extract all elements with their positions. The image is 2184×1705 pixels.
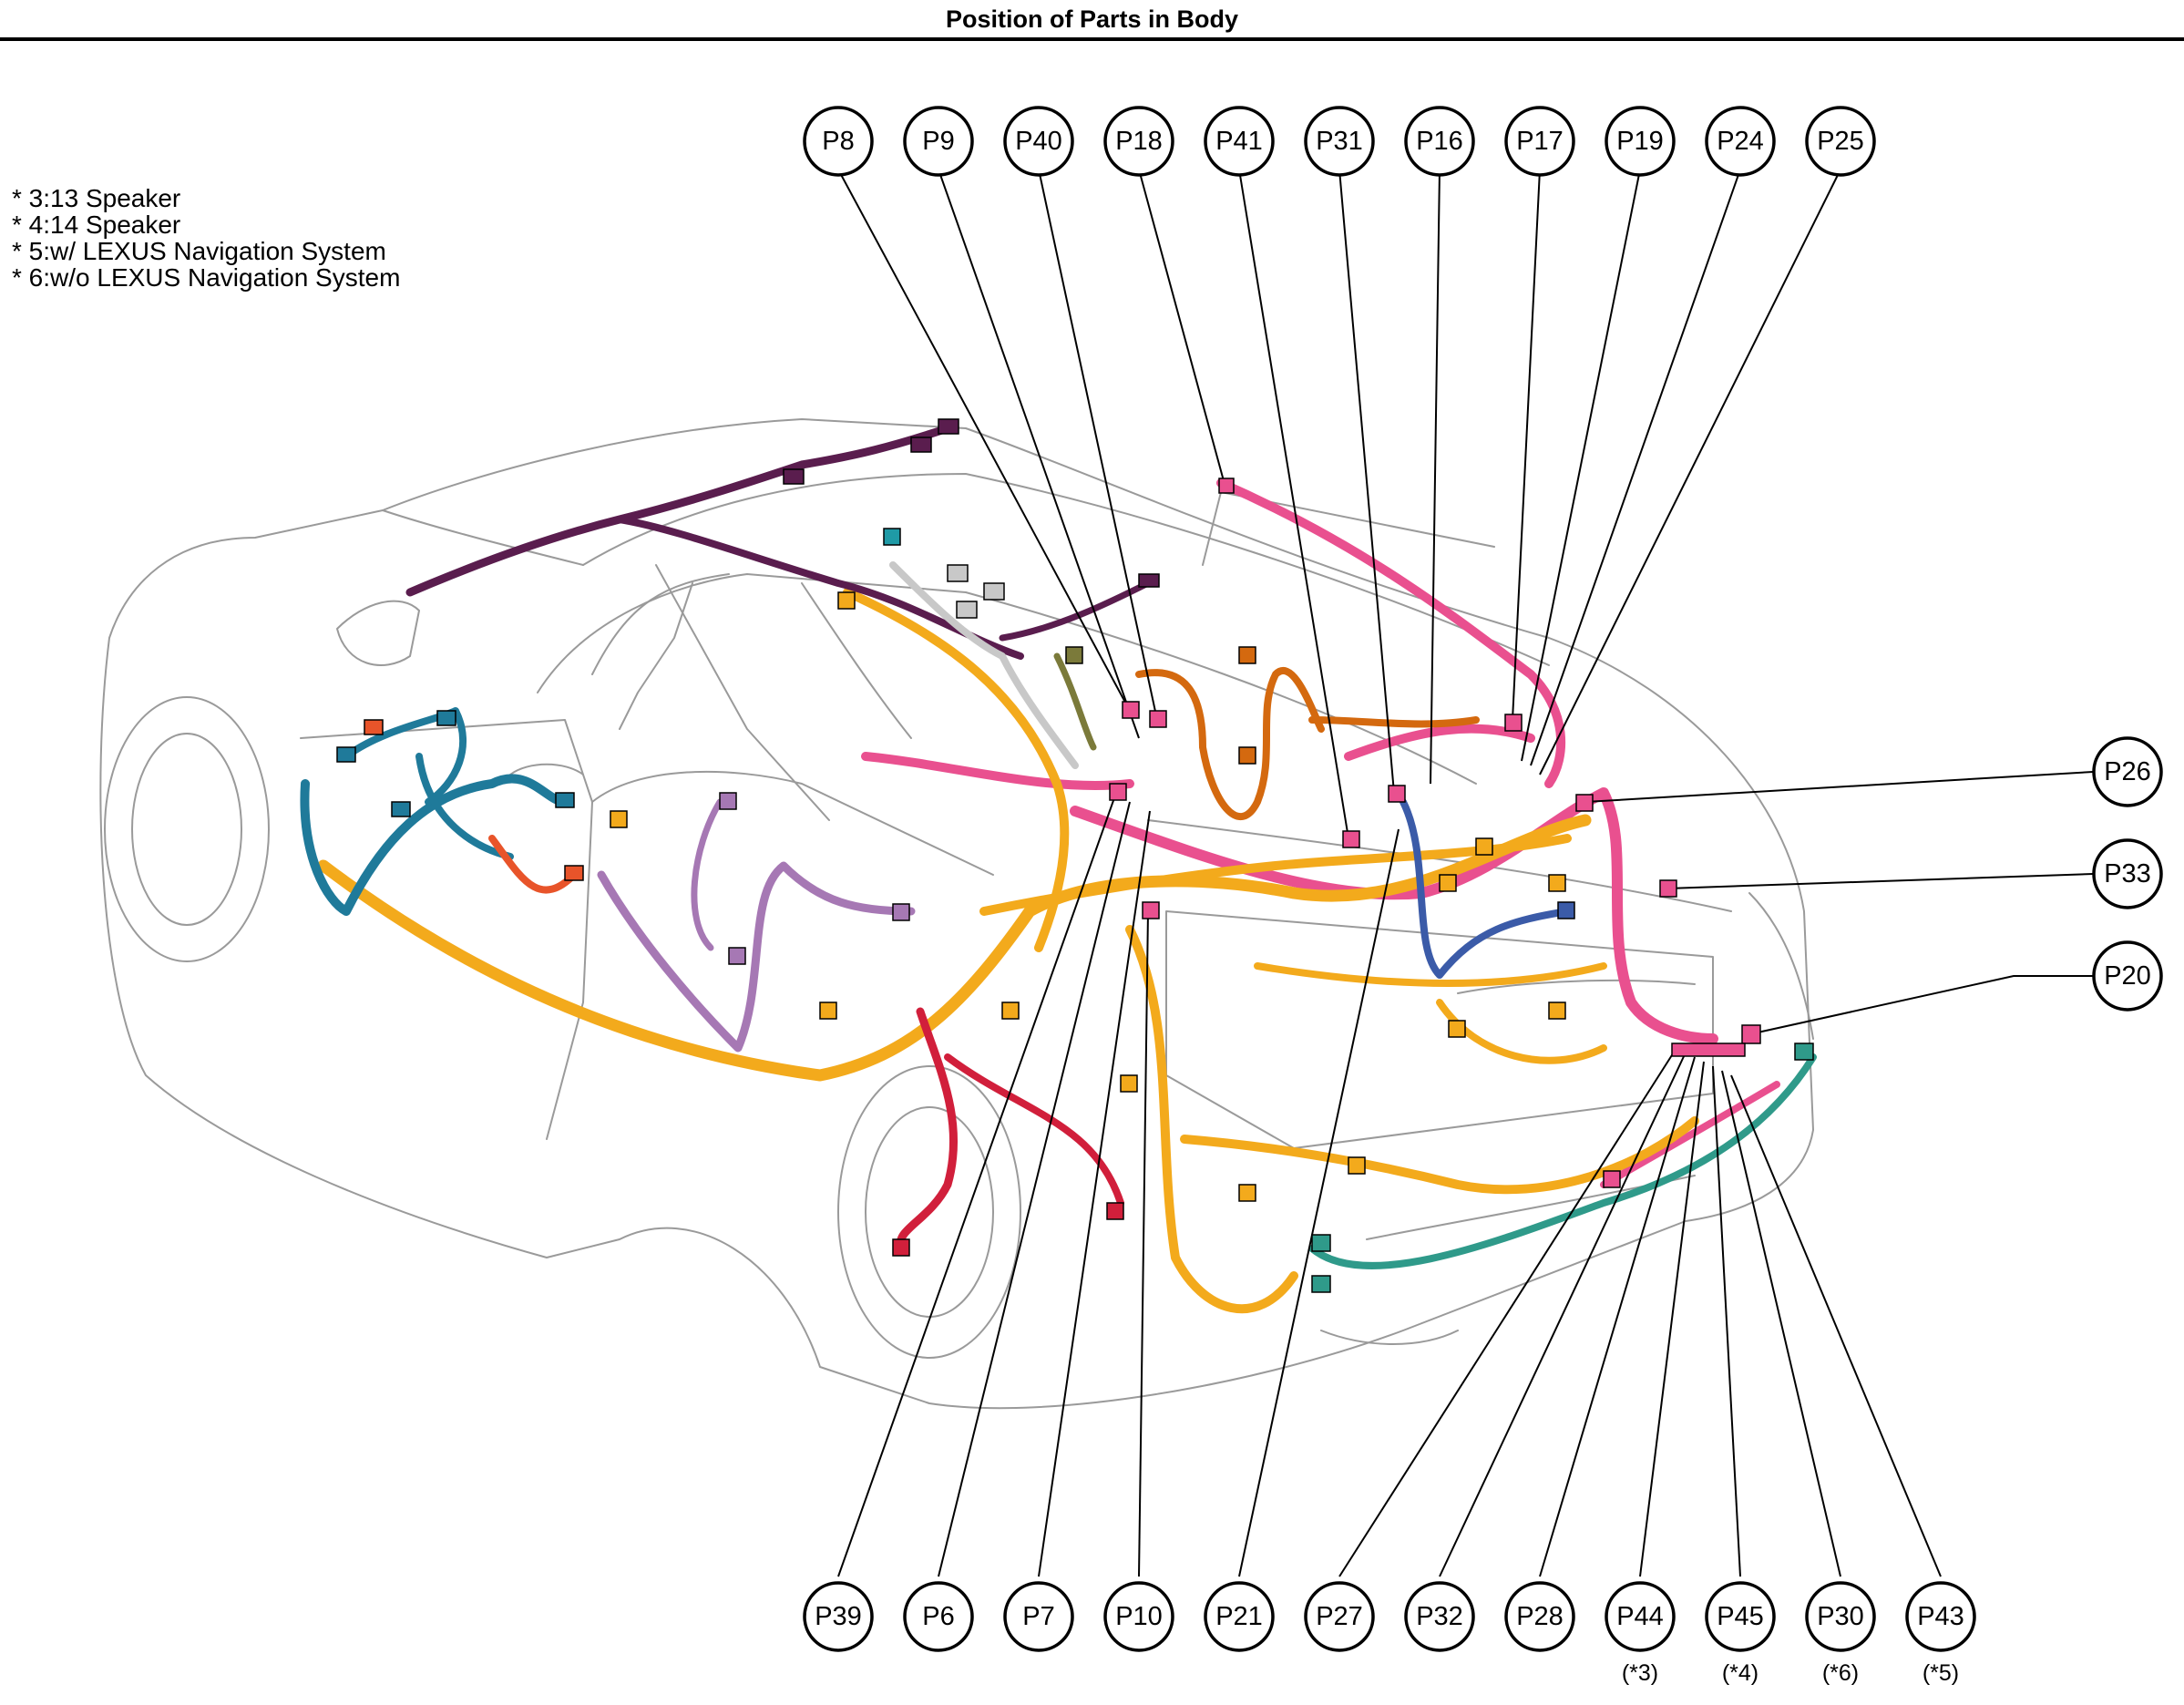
callout-label: P25: [1817, 127, 1864, 156]
callout-label: P31: [1316, 127, 1363, 156]
callout-label: P33: [2104, 859, 2151, 888]
callout-label: P24: [1717, 127, 1764, 156]
callout-label: P32: [1416, 1602, 1463, 1631]
callout-p24: P24: [1705, 106, 1776, 177]
callouts-bottom: P39 P6 P7 P10 P21 P27 P32 P28 P44 (*3) P4…: [803, 1581, 1976, 1686]
callout-label: P27: [1316, 1602, 1363, 1631]
callout-note: (*6): [1822, 1660, 1859, 1686]
callout-p27: P27: [1304, 1581, 1375, 1652]
callout-p25: P25: [1805, 106, 1876, 177]
callout-p16: P16: [1404, 106, 1475, 177]
callout-note: (*5): [1923, 1660, 1959, 1686]
callout-p21: P21: [1204, 1581, 1275, 1652]
callout-p43: P43 (*5): [1905, 1581, 1976, 1686]
callout-p10: P10: [1103, 1581, 1174, 1652]
footnote: * 6:w/o LEXUS Navigation System: [12, 263, 401, 292]
callout-label: P8: [822, 127, 854, 156]
callout-p17: P17: [1504, 106, 1575, 177]
callout-p45: P45 (*4): [1705, 1581, 1776, 1686]
title-rule: [0, 37, 2184, 41]
wiring-harness-icon: [300, 424, 1817, 1314]
callout-label: P41: [1215, 127, 1263, 156]
callout-label: P21: [1215, 1602, 1263, 1631]
callout-label: P28: [1516, 1602, 1564, 1631]
callout-p39: P39: [803, 1581, 874, 1652]
callout-label: P7: [1022, 1602, 1054, 1631]
callout-p31: P31: [1304, 106, 1375, 177]
callout-p28: P28: [1504, 1581, 1575, 1652]
callout-p20: P20: [2092, 940, 2163, 1012]
callout-note: (*4): [1722, 1660, 1758, 1686]
callout-label: P26: [2104, 757, 2151, 786]
footnotes: * 3:13 Speaker * 4:14 Speaker * 5:w/ LEX…: [12, 185, 400, 291]
callout-label: P43: [1917, 1602, 1964, 1631]
callout-label: P17: [1516, 127, 1564, 156]
callout-p40: P40: [1003, 106, 1074, 177]
callout-p44: P44 (*3): [1605, 1581, 1676, 1686]
callout-p9: P9: [903, 106, 974, 177]
callout-p41: P41: [1204, 106, 1275, 177]
callout-p32: P32: [1404, 1581, 1475, 1652]
callout-p7: P7: [1003, 1581, 1074, 1652]
callout-label: P6: [922, 1602, 954, 1631]
footnote: * 4:14 Speaker: [12, 211, 181, 239]
callout-label: P39: [815, 1602, 862, 1631]
callout-p18: P18: [1103, 106, 1174, 177]
callout-label: P30: [1817, 1602, 1864, 1631]
connector-blocks: [336, 418, 1814, 1293]
callout-label: P45: [1717, 1602, 1764, 1631]
callout-p19: P19: [1605, 106, 1676, 177]
callout-p30: P30 (*6): [1805, 1581, 1876, 1686]
callout-p33: P33: [2092, 838, 2163, 909]
callout-label: P20: [2104, 961, 2151, 991]
callout-label: P19: [1616, 127, 1664, 156]
callout-label: P44: [1616, 1602, 1664, 1631]
callout-p6: P6: [903, 1581, 974, 1652]
callout-label: P40: [1015, 127, 1062, 156]
callout-label: P16: [1416, 127, 1463, 156]
callouts-right: P26 P33 P20: [2092, 736, 2163, 1012]
callouts-top: P8 P9 P40 P18 P41 P31 P16 P17 P19 P24 P2…: [803, 106, 1876, 177]
page-title: Position of Parts in Body: [945, 5, 1239, 33]
footnote: * 5:w/ LEXUS Navigation System: [12, 237, 386, 265]
callout-label: P9: [922, 127, 954, 156]
callout-label: P18: [1115, 127, 1163, 156]
callout-label: P10: [1115, 1602, 1163, 1631]
footnote: * 3:13 Speaker: [12, 184, 181, 212]
callout-note: (*3): [1622, 1660, 1658, 1686]
callout-p26: P26: [2092, 736, 2163, 807]
leader-lines: [837, 169, 2094, 1577]
callout-p8: P8: [803, 106, 874, 177]
